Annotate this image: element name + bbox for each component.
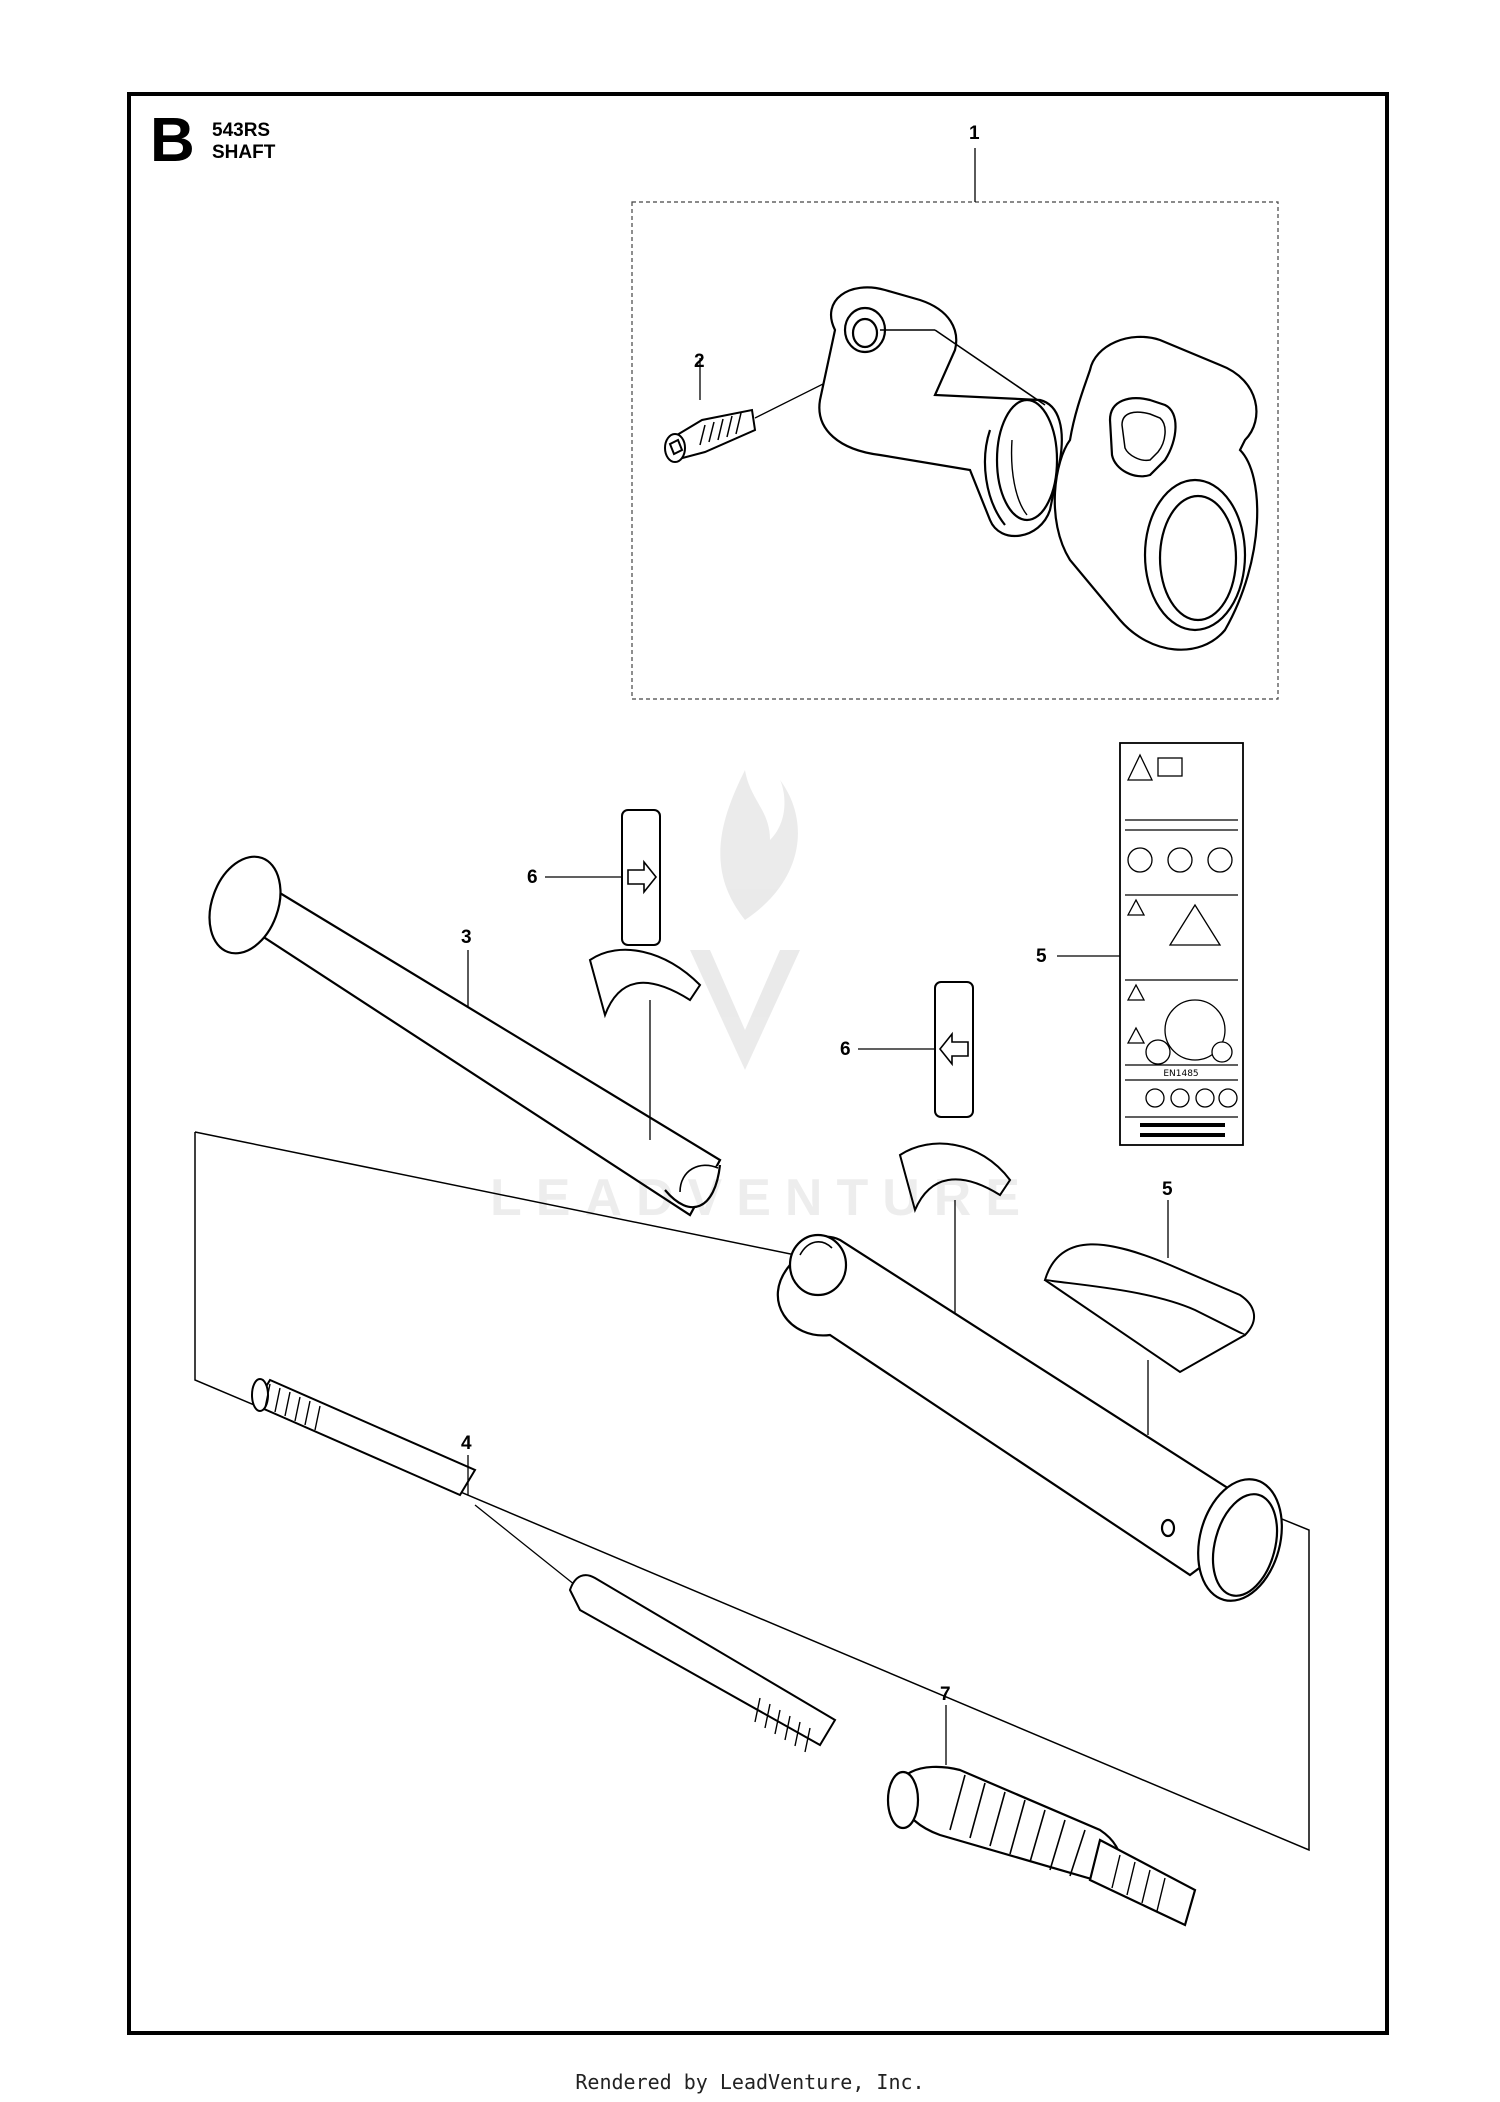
- callout-2[interactable]: 2: [694, 351, 705, 372]
- footer-credit: Rendered by LeadVenture, Inc.: [575, 2070, 925, 2094]
- callout-1[interactable]: 1: [969, 123, 980, 144]
- callout-5-decal[interactable]: 5: [1036, 946, 1047, 967]
- callout-6-upper[interactable]: 6: [527, 867, 538, 888]
- arrow-label-lower: [858, 981, 974, 1118]
- protective-sleeve-part: [1043, 1200, 1255, 1435]
- callout-6-lower[interactable]: 6: [840, 1039, 851, 1060]
- model-name: 543RS: [212, 120, 271, 141]
- callout-5-sleeve[interactable]: 5: [1162, 1179, 1173, 1200]
- svg-text:EN1485: EN1485: [1163, 1069, 1198, 1079]
- liner-sleeve-upper: [588, 948, 702, 1140]
- watermark-text: LEADVENTURE: [490, 1169, 1035, 1227]
- kit-box: [631, 201, 1279, 700]
- arrow-label-upper: [545, 809, 661, 946]
- clamp-part-rear: [1053, 335, 1259, 651]
- clamp-part-front: [818, 286, 1063, 538]
- screw-part: [664, 358, 836, 463]
- drive-shaft-part: [251, 1378, 837, 1753]
- diagram-frame: [127, 92, 1389, 2035]
- shaft-tube-upper: [208, 855, 722, 1217]
- shaft-tube-lower: [776, 1233, 1283, 1602]
- callout-7[interactable]: 7: [940, 1684, 951, 1705]
- callout-3[interactable]: 3: [461, 927, 472, 948]
- title-block: 543RS SHAFT: [212, 120, 275, 164]
- callout-4[interactable]: 4: [461, 1433, 472, 1454]
- decal-label-part: EN1485: [1057, 742, 1244, 1146]
- section-name: SHAFT: [212, 142, 276, 163]
- section-letter: B: [150, 106, 195, 175]
- rubber-boot-part: [886, 1705, 1197, 1927]
- watermark-logo: [690, 770, 800, 1070]
